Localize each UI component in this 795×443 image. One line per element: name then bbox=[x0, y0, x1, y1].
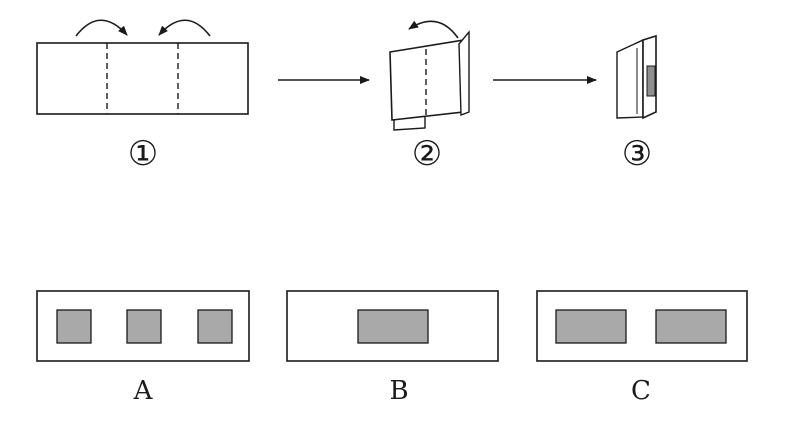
step1-strip bbox=[36, 19, 249, 115]
step3-label: ③ bbox=[622, 134, 652, 174]
option-c-rect-2 bbox=[655, 309, 727, 344]
step2-label: ② bbox=[412, 134, 442, 174]
step2-folded bbox=[389, 20, 470, 131]
option-a bbox=[36, 290, 250, 362]
option-c-label: C bbox=[631, 376, 651, 406]
option-c-rect-1 bbox=[555, 309, 627, 344]
fold-arrow-right bbox=[158, 19, 211, 37]
option-a-label: A bbox=[133, 376, 154, 406]
option-c bbox=[536, 290, 748, 362]
step3-folded bbox=[616, 34, 657, 120]
option-a-square-2 bbox=[126, 309, 162, 344]
option-b-label: B bbox=[389, 376, 408, 406]
option-a-square-3 bbox=[197, 309, 233, 344]
step1-label: ① bbox=[128, 134, 158, 174]
fold-arrow-left bbox=[75, 19, 128, 37]
cut-shape bbox=[646, 65, 656, 97]
option-a-square-1 bbox=[56, 309, 92, 344]
option-b-rect bbox=[357, 309, 429, 344]
option-b bbox=[286, 290, 499, 362]
fold-arrow-step2 bbox=[408, 20, 459, 39]
